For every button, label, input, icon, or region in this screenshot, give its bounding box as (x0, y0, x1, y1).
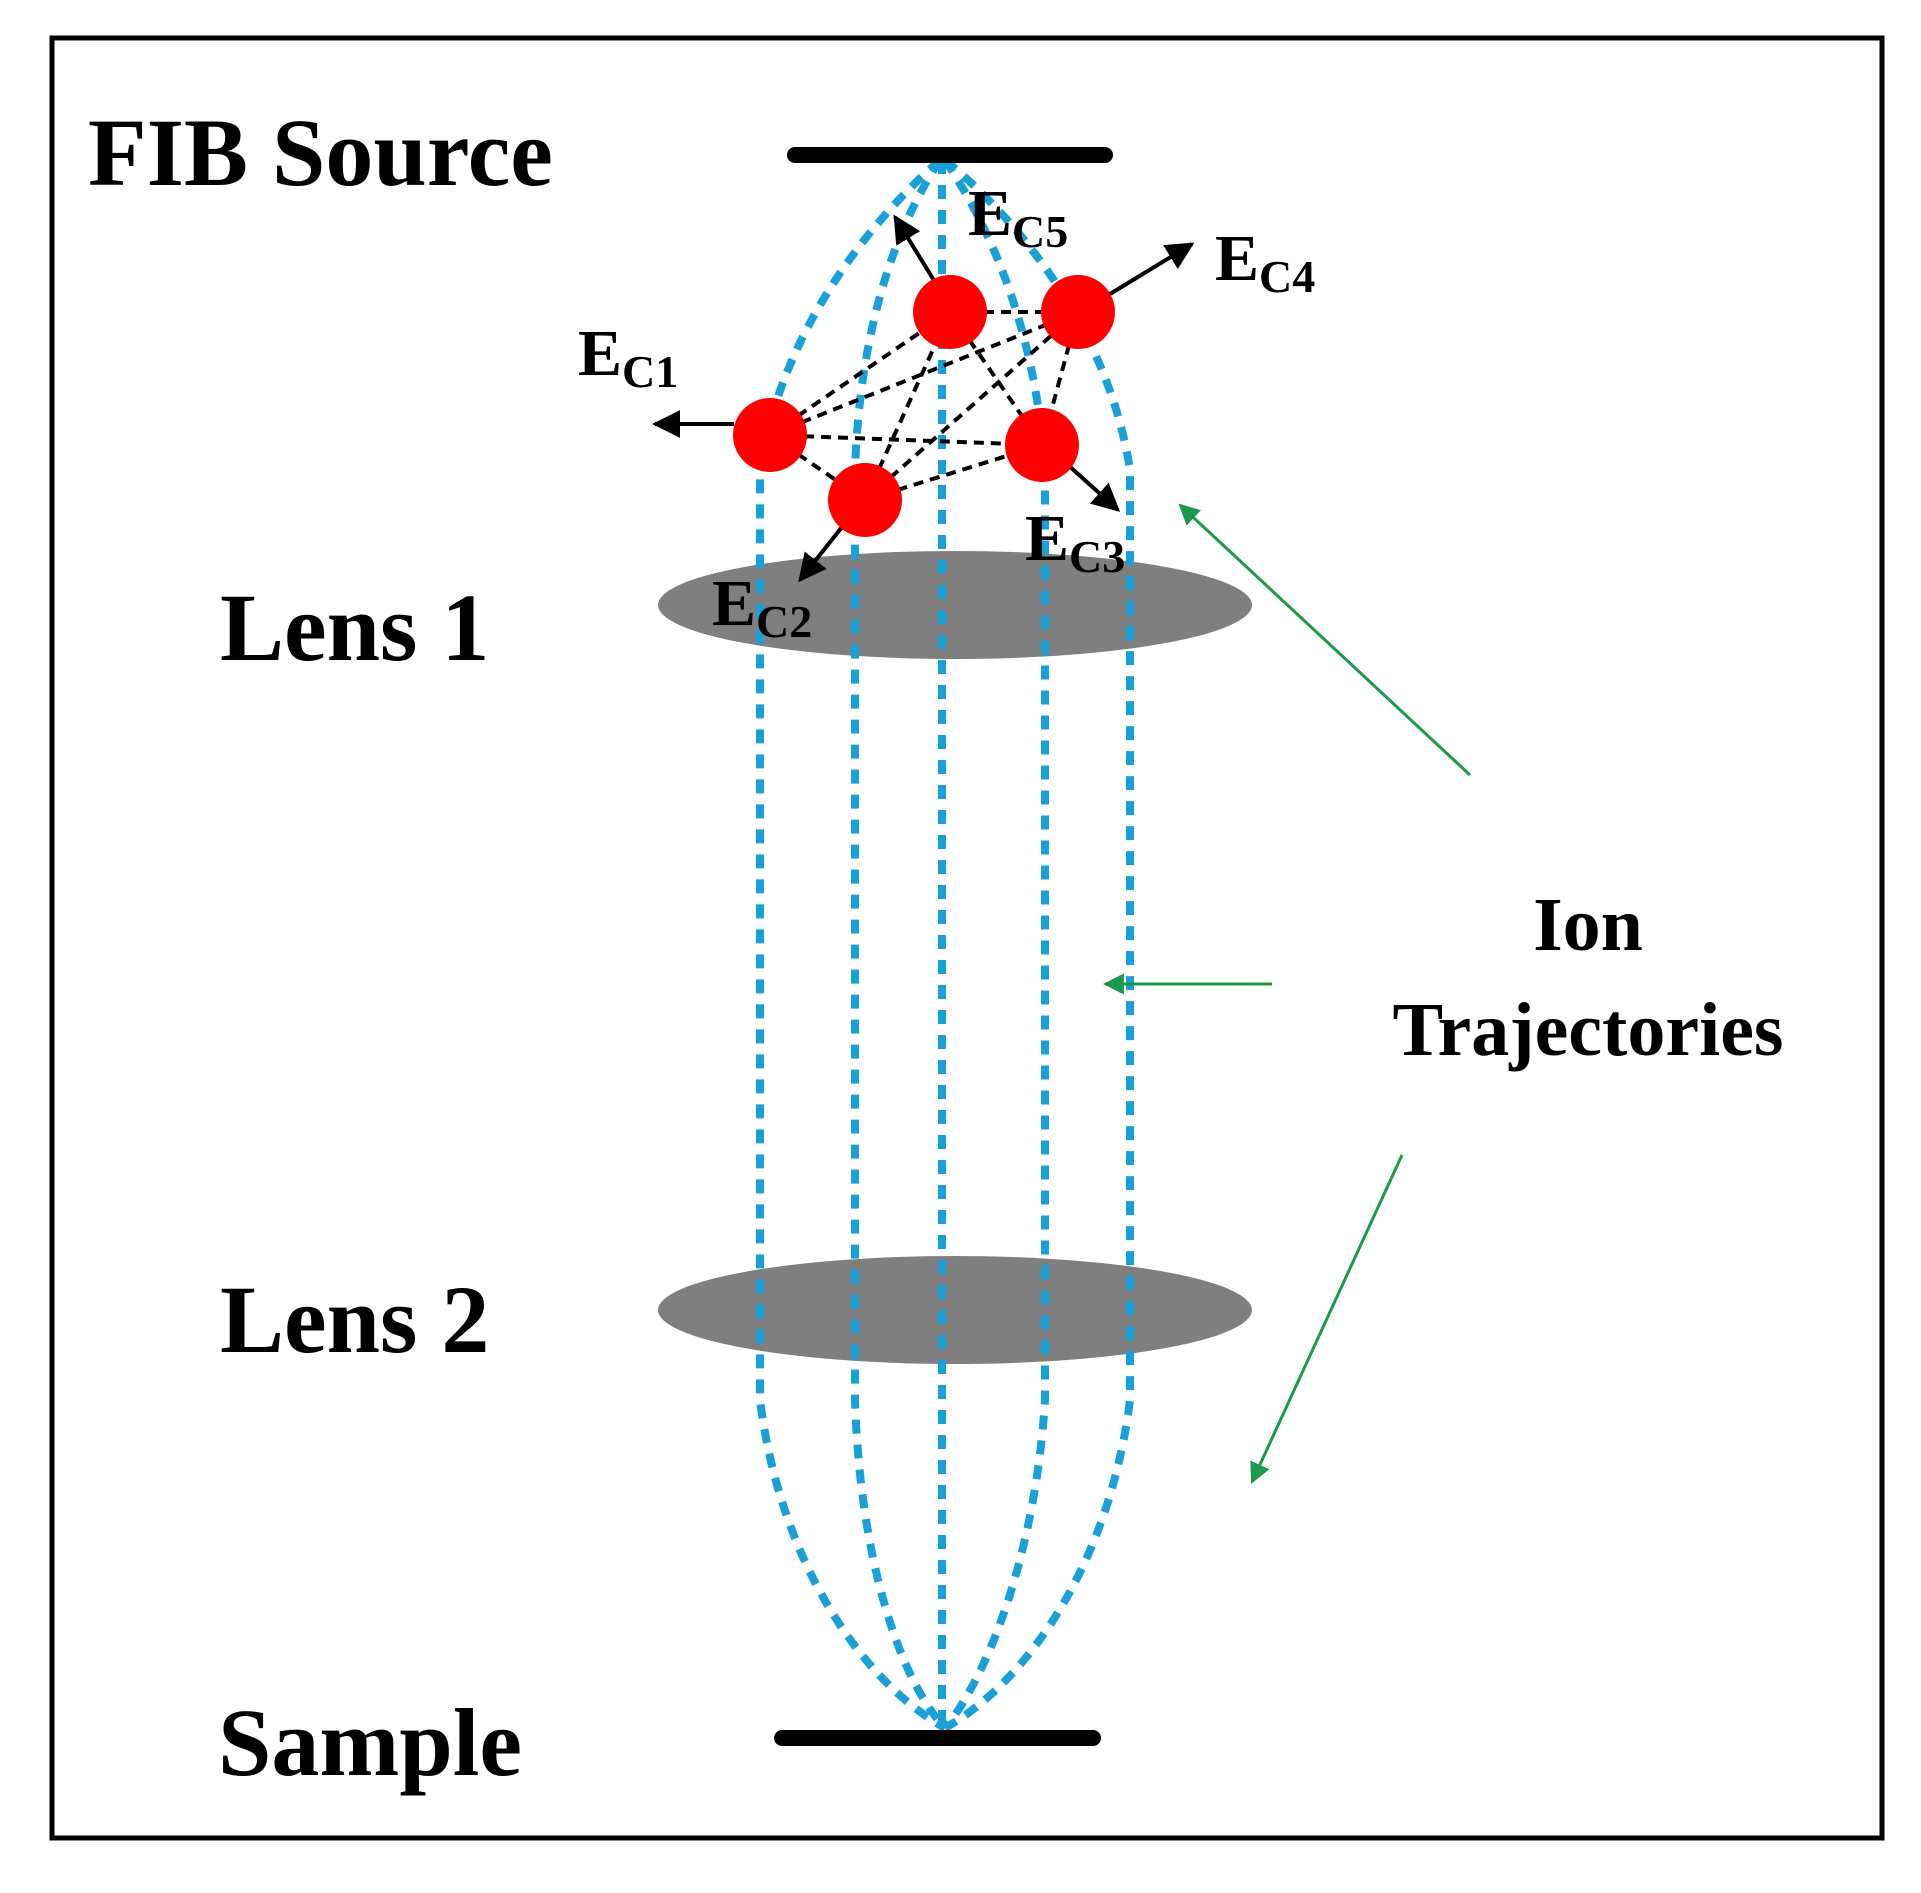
charge-label-c3: EC3 (1025, 502, 1125, 582)
trajectory-outer-left (756, 156, 947, 1732)
trajectory-inner-right (941, 157, 1049, 1731)
charge-label-c3-sub: C3 (1069, 531, 1125, 582)
charge-label-c5-sub: C5 (1012, 206, 1068, 257)
charge-label-c2-sub: C2 (756, 596, 812, 647)
interaction-line-3 (769, 433, 1043, 447)
diagram-frame (49, 35, 1885, 1841)
charge-label-c1: EC1 (578, 317, 678, 397)
ion-c2 (828, 463, 902, 537)
charge-label-c1-main: E (578, 317, 622, 390)
charge-label-c1-sub: C1 (622, 346, 678, 397)
interaction-line-6 (863, 310, 1080, 502)
pointer-arrow-upper (1178, 503, 1472, 777)
charge-label-c3-main: E (1025, 502, 1069, 575)
force-arrow-c2 (798, 525, 844, 583)
lens-1-label: Lens 1 (220, 574, 489, 681)
charge-label-c2-main: E (712, 567, 756, 640)
ion-trajectories-label-line2: Trajectories (1392, 988, 1783, 1072)
charge-label-c5-main: E (968, 177, 1012, 250)
ion-trajectories (756, 156, 1134, 1732)
charge-label-c2: EC2 (712, 567, 812, 647)
lens-2-label: Lens 2 (220, 1266, 489, 1373)
trajectory-outer-right (942, 156, 1134, 1732)
charge-label-c4-main: E (1215, 222, 1259, 295)
force-arrow-c3 (1066, 463, 1121, 512)
charge-label-c4: EC4 (1215, 222, 1315, 302)
fib-source-label: FIB Source (88, 99, 553, 206)
ion-c4 (1041, 275, 1115, 349)
lens-2-ellipse (658, 1256, 1252, 1364)
ion-trajectories-label-line1: Ion (1533, 883, 1643, 967)
trajectory-pointers (1102, 503, 1472, 1484)
force-arrow-c5 (893, 214, 937, 284)
ion-c3 (1005, 408, 1079, 482)
force-arrow-c4 (1108, 242, 1195, 296)
ion-c5 (913, 275, 987, 349)
coulomb-force-arrows (652, 214, 1195, 583)
interaction-line-1 (769, 310, 1079, 437)
charge-label-c5: EC5 (968, 177, 1068, 257)
ion-c1 (733, 398, 807, 472)
charge-label-c4-sub: C4 (1259, 251, 1315, 302)
sample-label: Sample (218, 1689, 522, 1796)
pointer-arrow-lower (1250, 1154, 1404, 1484)
ions (733, 275, 1115, 537)
